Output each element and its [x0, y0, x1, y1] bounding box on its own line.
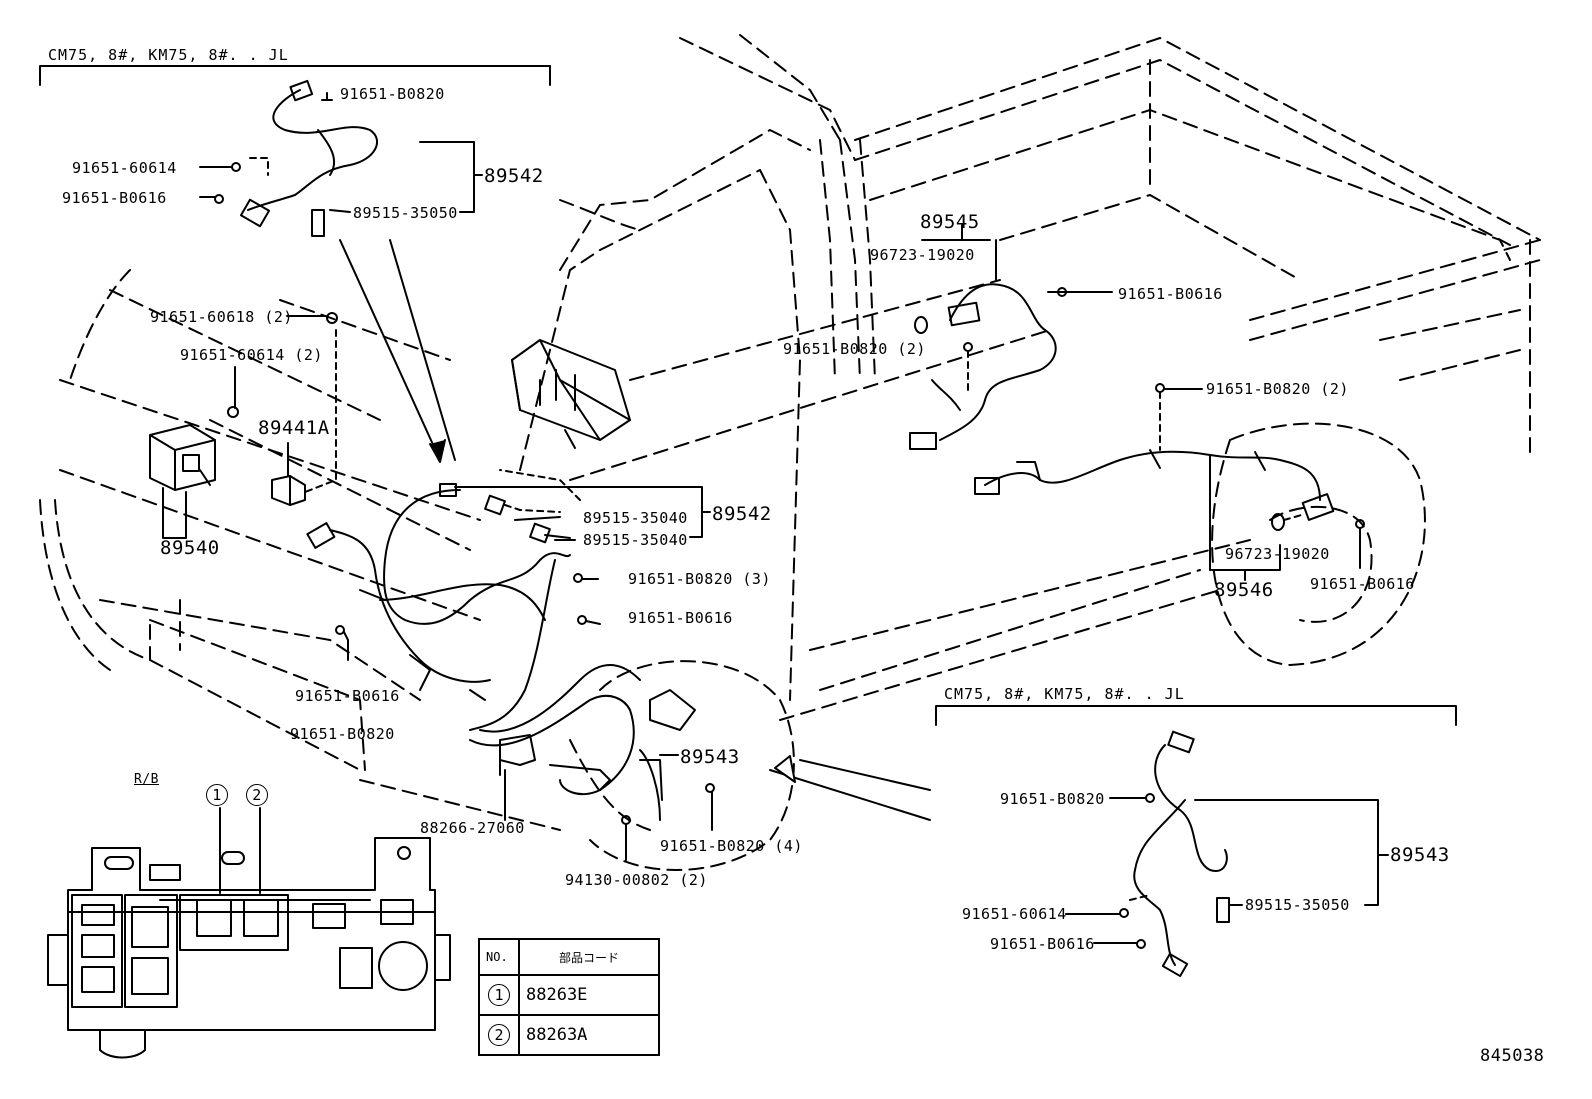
label-p3: 91651-B0616	[62, 189, 167, 207]
rear-sensor-left	[909, 224, 1113, 450]
legend-row-code: 88263E	[518, 974, 660, 1016]
label-p13: 91651-B0820 (3)	[628, 570, 771, 588]
label-p27: 89546	[1214, 579, 1274, 601]
label-p6: 91651-60618 (2)	[150, 308, 293, 326]
label-p23: 91651-B0616	[1118, 285, 1223, 303]
label-p11: 89542	[712, 503, 772, 525]
label-p19: 91651-B0820 (4)	[660, 837, 803, 855]
header-left: CM75, 8#, KM75, 8#. . JL	[48, 46, 289, 64]
label-p14: 91651-B0616	[628, 609, 733, 627]
label-p20: 94130-00802 (2)	[565, 871, 708, 889]
sensor-assembly-bottom-right	[1065, 730, 1389, 978]
label-p33: 91651-B0616	[990, 935, 1095, 953]
pointer-arrows	[339, 239, 931, 821]
legend-row-code: 88263A	[518, 1014, 660, 1056]
label-p8: 89441A	[258, 417, 330, 439]
label-p5: 89515-35050	[353, 204, 458, 222]
label-p7: 91651-60614 (2)	[180, 346, 323, 364]
front-harness	[306, 469, 711, 731]
sensor-assembly-top-left	[199, 79, 483, 237]
legend-table: NO. 部品コード 1 88263E 2 88263A	[478, 938, 660, 1056]
label-p4: 89542	[484, 165, 544, 187]
legend-header-row: NO. 部品コード	[478, 938, 660, 976]
legend-header-no: NO.	[478, 938, 520, 976]
legend-row: 2 88263A	[478, 1014, 660, 1056]
legend-row-no: 1	[478, 974, 520, 1016]
vehicle-outline	[39, 34, 1541, 871]
callout-2: 2	[246, 784, 268, 806]
label-p1: 91651-B0820	[340, 85, 445, 103]
label-p31: 89515-35050	[1245, 896, 1350, 914]
label-p9: 89540	[160, 537, 220, 559]
abs-ecu-89540	[149, 424, 216, 539]
callout-1: 1	[206, 784, 228, 806]
label-p22: 96723-19020	[870, 246, 975, 264]
label-p25: 91651-B0820 (2)	[1206, 380, 1349, 398]
label-p10: 89515-35040	[583, 509, 688, 527]
bolt-group	[227, 312, 338, 418]
rear-sensor-right	[974, 383, 1365, 581]
legend-header-code: 部品コード	[518, 938, 660, 976]
header-bracket-left	[39, 65, 551, 86]
label-p17: 89543	[680, 746, 740, 768]
relay-89441A	[271, 329, 337, 506]
header-right: CM75, 8#, KM75, 8#. . JL	[944, 685, 1185, 703]
label-p15: 91651-B0616	[295, 687, 400, 705]
label-p24: 91651-B0820 (2)	[783, 340, 926, 358]
rb-label: R/B	[134, 772, 159, 787]
label-p30: 89543	[1390, 844, 1450, 866]
label-p26: 96723-19020	[1225, 545, 1330, 563]
label-p18: 88266-27060	[420, 819, 525, 837]
drawing-number: 845038	[1480, 1046, 1545, 1066]
relay-box-rb	[47, 807, 451, 1059]
front-wheel-sensor	[469, 664, 715, 861]
label-p28: 91651-B0616	[1310, 575, 1415, 593]
legend-row: 1 88263E	[478, 974, 660, 1016]
header-bracket-right	[935, 705, 1457, 726]
legend-row-no: 2	[478, 1014, 520, 1056]
label-p29: 91651-B0820	[1000, 790, 1105, 808]
relay-block	[511, 339, 631, 449]
label-p16: 91651-B0820	[290, 725, 395, 743]
label-p2: 91651-60614	[72, 159, 177, 177]
label-p12: 89515-35040	[583, 531, 688, 549]
label-p21: 89545	[920, 211, 980, 233]
label-p32: 91651-60614	[962, 905, 1067, 923]
